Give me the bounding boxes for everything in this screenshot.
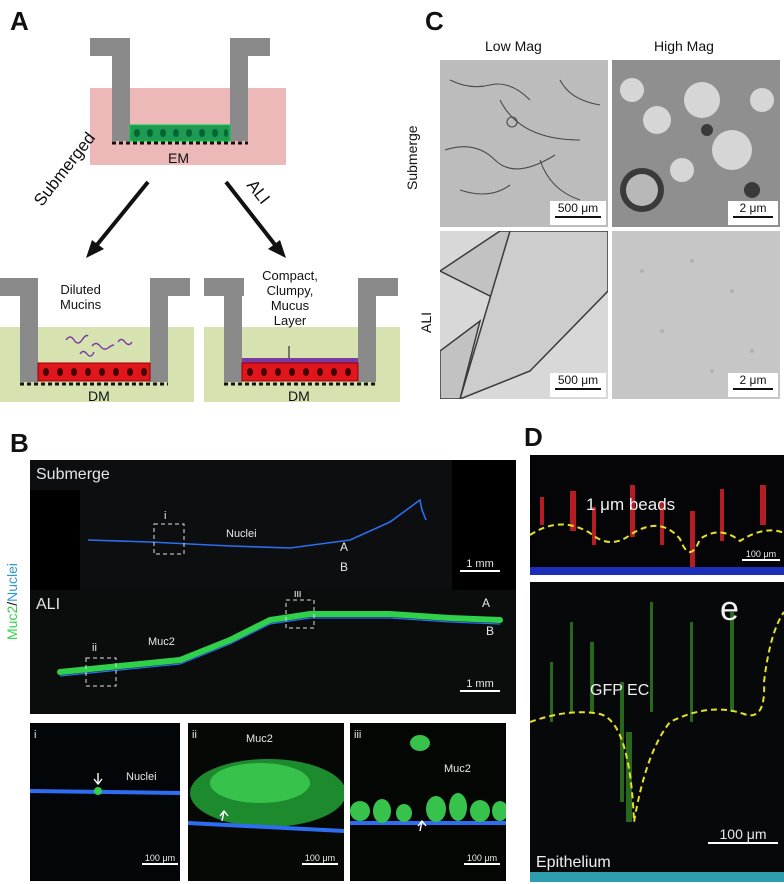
gfp-scalebar: 100 μm <box>708 826 778 844</box>
zoom-iii-scalebar: 100 μm <box>464 853 500 865</box>
beads-label: 1 μm beads <box>586 495 676 514</box>
high-mag-header: High Mag <box>654 38 714 54</box>
diluted-mucins-label: Diluted Mucins <box>60 282 102 312</box>
muc2-nuclei-side-label: Muc2/Nuclei <box>4 563 20 640</box>
submerge-nuclei-trace <box>87 498 427 549</box>
inset-box-i <box>153 523 185 555</box>
cell-nuclei-top <box>134 129 228 137</box>
panel-a-diagram <box>0 38 400 402</box>
submerge-side-a: A <box>340 540 349 554</box>
ali-fluorescence-image: ALI ii iii Muc2 A B 1 mm <box>30 590 516 714</box>
beads-scalebar: 100 μm <box>742 549 780 561</box>
gfp-dashed-boundary <box>530 611 784 823</box>
sem-submerge-low: 500 μm <box>440 60 608 227</box>
zoom-iii-image: iii Muc2 100 μm <box>350 723 506 881</box>
zoom-iii-label: iii <box>354 729 362 741</box>
submerge-fluorescence-image: Submerge i Nuclei A B 1 mm <box>30 460 516 590</box>
mucus-layer-label: Compact, Clumpy, Mucus Layer <box>262 268 318 328</box>
inset-iii-label: iii <box>294 590 302 600</box>
em-label: EM <box>168 150 189 166</box>
zoom-ii-label: ii <box>192 729 197 741</box>
nuclei-legend-text: Nuclei <box>4 562 20 602</box>
zoom-i-scalebar: 100 μm <box>142 853 178 865</box>
legend-slash: / <box>4 601 20 606</box>
muc2-legend-text: Muc2 <box>4 605 20 640</box>
sem-row-submerge-label: Submerge <box>404 125 420 190</box>
zoom-i-image: i Nuclei 100 μm <box>30 723 180 881</box>
diluted-mucins <box>65 334 133 357</box>
arrow-icon <box>219 809 229 822</box>
e-label: e <box>720 590 739 628</box>
panel-d-letter: D <box>524 422 543 452</box>
zoom-ii-image: ii Muc2 100 μm <box>188 723 344 881</box>
panel-a-letter: A <box>10 6 29 36</box>
gfp-ec-label: GFP EC <box>590 682 650 699</box>
mucus-layer <box>242 358 358 363</box>
zoom-ii-scalebar: 100 μm <box>302 853 338 865</box>
submerge-scalebar: 1 mm <box>460 558 500 572</box>
submerge-nuclei-label: Nuclei <box>226 528 257 540</box>
arrow-icon <box>417 819 427 832</box>
ali-scalebar: 1 mm <box>460 678 500 692</box>
beads-dashed-boundary <box>530 523 784 553</box>
dm-label-right: DM <box>288 388 310 404</box>
zoom-i-label: i <box>34 729 37 741</box>
arrow-icon <box>93 773 103 786</box>
red-cells-left <box>37 362 151 382</box>
inset-box-ii <box>85 657 117 687</box>
green-cells-top <box>129 124 231 142</box>
sem-ali-low: 500 μm <box>440 231 608 399</box>
arrow-ali <box>224 180 278 248</box>
panel-b-letter: B <box>10 428 29 458</box>
ali-title: ALI <box>36 596 61 613</box>
submerge-side-b: B <box>340 560 349 574</box>
zoom-iii-muc2: Muc2 <box>444 763 471 775</box>
sem-scalebar-ali-low: 500 μm <box>550 373 606 397</box>
arrow-submerged <box>94 180 150 248</box>
red-cells-right <box>241 362 359 382</box>
sem-scalebar-ali-high: 2 μm <box>728 373 778 397</box>
sem-scalebar-sub-low: 500 μm <box>550 201 606 225</box>
sem-scalebar-sub-high: 2 μm <box>728 201 778 225</box>
gfp-image: e GFP EC 100 μm Epithelium <box>530 582 784 882</box>
low-mag-header: Low Mag <box>485 38 542 54</box>
ali-muc2-band <box>57 611 503 675</box>
inset-ii-label: ii <box>92 642 97 654</box>
epithelium-label: Epithelium <box>536 854 611 871</box>
zoom-ii-muc2: Muc2 <box>246 733 273 745</box>
submerge-title: Submerge <box>36 466 110 483</box>
inset-i-label: i <box>164 510 167 522</box>
sem-row-ali-label: ALI <box>418 311 434 333</box>
ali-muc2-label: Muc2 <box>148 636 175 648</box>
ali-side-a: A <box>482 596 491 610</box>
dm-label-left: DM <box>88 388 110 404</box>
panel-c-letter: C <box>425 6 444 36</box>
ali-side-b: B <box>486 624 495 638</box>
sem-submerge-high: 2 μm <box>612 60 780 227</box>
beads-image: 1 μm beads 100 μm <box>530 455 784 575</box>
sem-ali-high: 2 μm <box>612 231 780 399</box>
zoom-i-nuclei: Nuclei <box>126 771 157 783</box>
inset-box-iii <box>285 599 315 629</box>
